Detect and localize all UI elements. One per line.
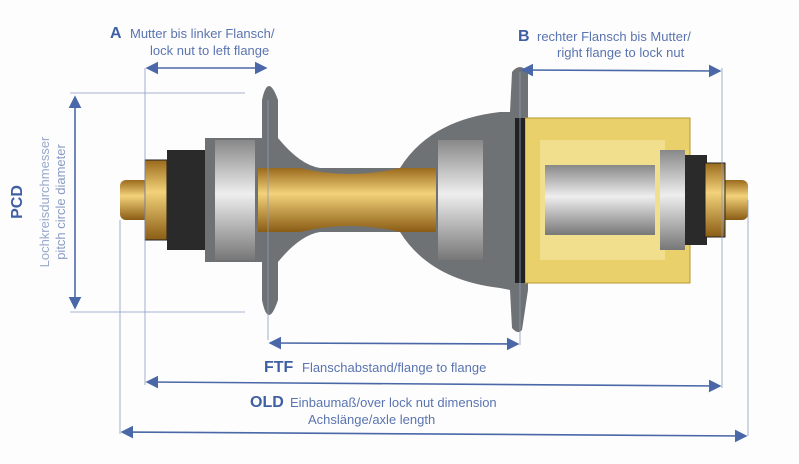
center-tube — [258, 168, 436, 232]
label-ftf-key: FTF — [264, 359, 294, 376]
dim-old — [145, 375, 722, 393]
label-pcd-key: PCD — [9, 185, 26, 219]
label-a-line2: lock nut to left flange — [150, 43, 269, 58]
label-a-line1: Mutter bis linker Flansch/ — [130, 26, 275, 41]
label-axle-length: Achslänge/axle length — [308, 412, 435, 427]
label-ftf-text: Flanschabstand/flange to flange — [302, 360, 486, 375]
label-pcd-line1: Lochkreisdurchmesser — [37, 136, 52, 267]
dim-ftf — [268, 336, 520, 351]
right-locknut — [685, 155, 707, 245]
label-old-text: Einbaumaß/over lock nut dimension — [290, 395, 497, 410]
label-old-key: OLD — [250, 394, 284, 411]
label-a-key: A — [110, 25, 122, 42]
label-b-key: B — [518, 28, 530, 45]
dim-b — [520, 63, 722, 78]
label-b-line2: right flange to lock nut — [557, 45, 685, 60]
left-bearing — [215, 140, 255, 260]
label-pcd-line2: pitch circle diameter — [53, 144, 68, 260]
left-locknut — [144, 159, 168, 241]
label-b-line1: rechter Flansch bis Mutter/ — [537, 29, 691, 44]
right-bearing — [438, 140, 483, 260]
dim-axle — [120, 425, 748, 443]
